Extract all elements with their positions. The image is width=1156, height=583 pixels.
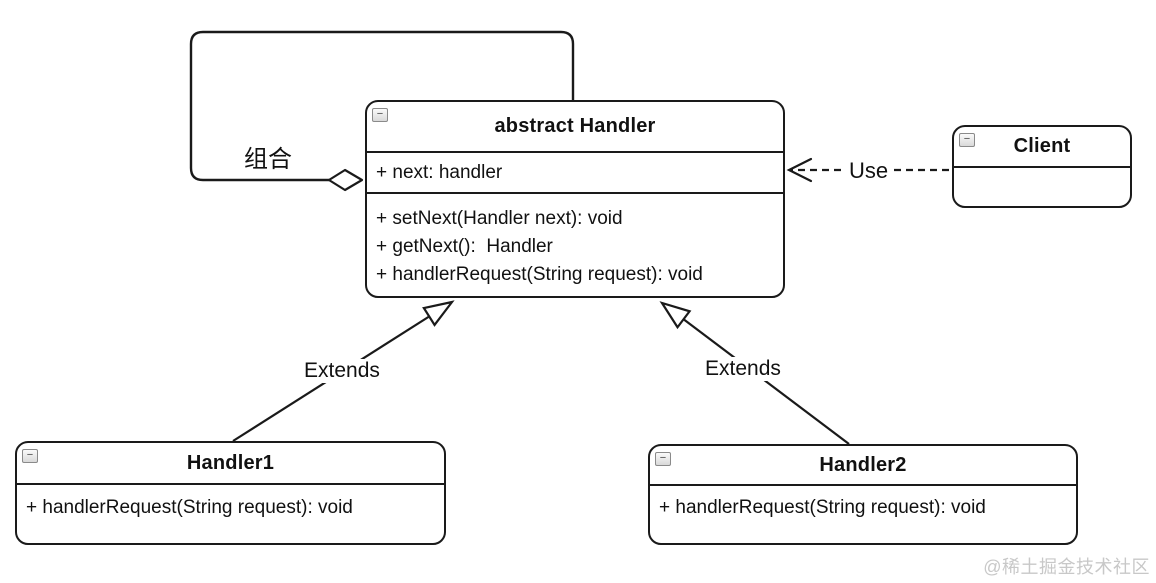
methods-compartment: + setNext(Handler next): void + getNext(… xyxy=(367,194,783,289)
aggregation-diamond-icon xyxy=(327,168,364,192)
class-title: abstract Handler xyxy=(494,115,656,137)
attribute-next: + next: handler xyxy=(376,161,503,183)
collapse-icon[interactable]: − xyxy=(372,108,388,122)
class-header: − Client xyxy=(954,127,1130,168)
use-open-arrowhead-icon xyxy=(786,157,813,183)
class-handler2[interactable]: − Handler2 + handlerRequest(String reque… xyxy=(648,444,1078,545)
methods-compartment: + handlerRequest(String request): void xyxy=(17,485,444,522)
extends-label-right: Extends xyxy=(702,357,784,381)
collapse-icon[interactable]: − xyxy=(22,449,38,463)
method-handlerrequest: + handlerRequest(String request): void xyxy=(376,264,703,285)
class-title: Handler2 xyxy=(819,453,907,476)
class-abstract-handler[interactable]: − abstract Handler + next: handler + set… xyxy=(365,100,785,298)
class-header: − Handler2 xyxy=(650,446,1076,486)
class-header: − Handler1 xyxy=(17,443,444,485)
class-title: Handler1 xyxy=(186,451,275,474)
collapse-icon[interactable]: − xyxy=(959,133,975,147)
aggregation-label: 组合 xyxy=(244,146,292,173)
use-label: Use xyxy=(846,158,892,184)
method-handlerrequest: + handlerRequest(String request): void xyxy=(26,497,353,518)
class-title: Client xyxy=(1013,135,1071,157)
aggregation-loop-line xyxy=(189,30,575,182)
attributes-compartment: + next: handler xyxy=(367,153,783,194)
class-handler1[interactable]: − Handler1 + handlerRequest(String reque… xyxy=(15,441,446,545)
class-client[interactable]: − Client xyxy=(952,125,1132,208)
extends-label-left: Extends xyxy=(301,359,383,383)
method-handlerrequest: + handlerRequest(String request): void xyxy=(659,497,986,518)
class-header: − abstract Handler xyxy=(367,102,783,153)
method-setnext: + setNext(Handler next): void xyxy=(376,208,623,229)
collapse-icon[interactable]: − xyxy=(655,452,671,466)
method-getnext: + getNext(): Handler xyxy=(376,236,553,257)
watermark-text: @稀土掘金技术社区 xyxy=(983,557,1150,577)
methods-compartment: + handlerRequest(String request): void xyxy=(650,486,1076,522)
